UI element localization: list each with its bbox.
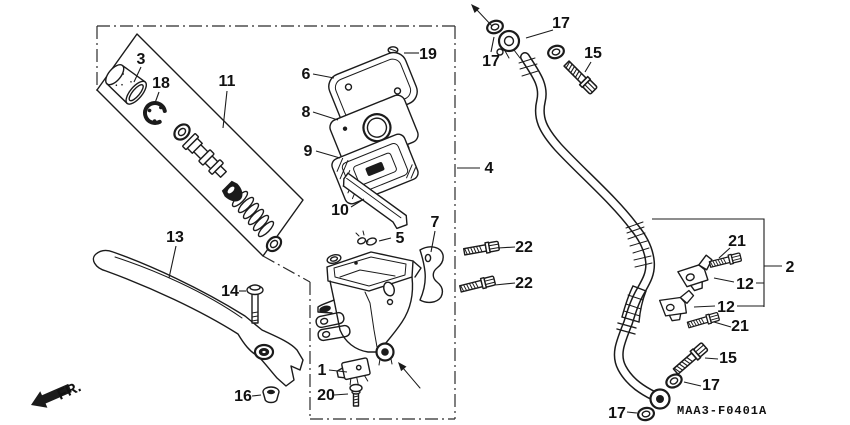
callout-9: 9 <box>304 143 313 160</box>
callout-17-bottom-left: 17 <box>608 405 626 422</box>
fr-direction-indicator: FR. <box>31 378 84 408</box>
part-bolt-22-lower <box>458 274 497 295</box>
callout-22-lower: 22 <box>515 275 533 292</box>
hose-boot-section <box>616 285 647 335</box>
part-brake-switch <box>336 357 371 386</box>
callout-19: 19 <box>419 46 437 63</box>
callout-21-lower: 21 <box>731 318 749 335</box>
callout-3: 3 <box>137 51 146 68</box>
part-protector-plate <box>342 172 408 230</box>
part-pivot-bolt <box>246 284 264 324</box>
part-oil-bolt-bottom <box>671 341 710 377</box>
part-hose-clamp-lower <box>658 289 695 322</box>
callout-12-lower: 12 <box>717 299 735 316</box>
callout-14: 14 <box>221 283 239 300</box>
reservoir-cap-stack <box>328 46 419 230</box>
part-washer-17-bottom-right <box>663 370 685 392</box>
part-pivot-nut <box>262 386 280 404</box>
callout-7: 7 <box>431 214 440 231</box>
callout-13: 13 <box>166 229 184 246</box>
fr-arrow-icon <box>31 383 72 408</box>
part-clamp-bolt-lower <box>686 311 721 331</box>
fr-label: FR. <box>55 378 84 403</box>
callout-21-upper: 21 <box>728 233 746 250</box>
callout-11: 11 <box>219 73 236 90</box>
part-circlip <box>143 101 167 125</box>
callout-17-top-left: 17 <box>482 53 500 70</box>
callouts: 3 18 11 19 6 8 9 10 5 7 4 22 22 13 14 16… <box>137 15 795 422</box>
part-hose-clamp-upper <box>677 254 713 292</box>
callout-2-bracket <box>652 218 765 307</box>
part-brake-lever <box>92 249 304 387</box>
brake-lever-group <box>92 249 304 404</box>
callout-22-upper: 22 <box>515 239 533 256</box>
part-banjo-fitting-bottom <box>649 388 671 410</box>
part-piston-washer <box>173 123 191 141</box>
part-banjo-fitting-top <box>496 29 539 77</box>
part-clamp-bolt-upper <box>708 251 743 270</box>
master-cylinder-group <box>315 230 444 407</box>
callout-8: 8 <box>302 104 311 121</box>
leader-lines <box>133 29 782 414</box>
callout-20: 20 <box>317 387 335 404</box>
callout-18: 18 <box>152 75 170 92</box>
brake-hose-group <box>471 4 765 423</box>
part-washer-17-bottom-left <box>635 405 657 423</box>
part-switch-screw <box>349 383 363 407</box>
part-boot <box>105 64 147 105</box>
piston-kit-group <box>96 33 304 257</box>
callout-6: 6 <box>302 66 311 83</box>
callout-15-bottom: 15 <box>719 350 737 367</box>
callout-16: 16 <box>234 388 252 405</box>
callout-10: 10 <box>331 202 349 219</box>
hose-rib-section-upper <box>625 221 653 268</box>
callout-15-top: 15 <box>584 45 602 62</box>
callout-17-top-right: 17 <box>552 15 570 32</box>
callout-12-upper: 12 <box>736 276 754 293</box>
callout-4: 4 <box>485 160 494 177</box>
part-washer-17-top-right <box>545 42 567 62</box>
pointer-arrow-body <box>398 362 421 389</box>
callout-2: 2 <box>786 259 795 276</box>
part-oil-bolt-top <box>561 58 599 96</box>
frame-chain-lines <box>96 25 456 420</box>
part-spring-seat <box>265 235 283 253</box>
part-bolt-22-upper <box>462 239 501 258</box>
bolts-22 <box>458 239 501 295</box>
diagram-code: MAA3-F0401A <box>677 404 767 418</box>
pointer-arrow-top <box>471 4 493 27</box>
callout-1: 1 <box>318 362 327 379</box>
part-clip <box>355 230 377 246</box>
part-piston <box>182 133 227 178</box>
part-handlebar-clamp <box>419 246 444 304</box>
part-master-cylinder-body <box>315 251 422 366</box>
callout-17-bottom-right: 17 <box>702 377 720 394</box>
callout-5: 5 <box>396 230 405 247</box>
part-piston-cup <box>221 180 243 202</box>
part-spring <box>231 190 275 238</box>
